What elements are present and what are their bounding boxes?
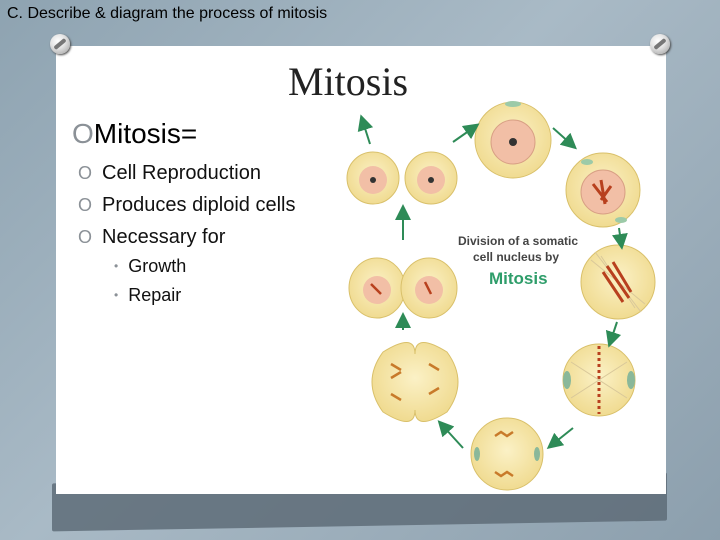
bullet-marker: O <box>78 195 93 215</box>
bullet-item: O Cell Reproduction <box>78 162 261 185</box>
diagram-caption-line2: cell nucleus by <box>473 250 559 264</box>
cell-prophase <box>565 152 641 228</box>
cell-cytokinesis <box>348 257 458 319</box>
page-header: C. Describe & diagram the process of mit… <box>7 5 328 22</box>
sub-bullet-item: • Repair <box>114 285 181 306</box>
cell-anaphase <box>562 343 636 417</box>
sub-bullet-marker: • <box>114 288 119 302</box>
cycle-arrows <box>357 114 628 449</box>
sub-bullet-item: • Growth <box>114 256 186 277</box>
sub-bullet-marker: • <box>114 259 119 273</box>
main-bullet-text: Mitosis= <box>93 118 198 149</box>
mitosis-cycle-diagram: Division of a somatic cell nucleus by Mi… <box>346 101 656 491</box>
bullet-marker: O <box>78 227 93 247</box>
cell-anaphase-late <box>470 417 544 491</box>
cell-daughters <box>346 151 458 205</box>
bullet-text: Necessary for <box>102 226 226 248</box>
cell-metaphase <box>580 244 656 320</box>
pin-icon <box>650 34 670 54</box>
pin-icon <box>50 34 70 54</box>
cell-interphase <box>474 101 552 179</box>
sub-bullet-text: Growth <box>128 256 187 276</box>
slide-title: Mitosis <box>288 59 409 104</box>
main-bullet: OMitosis= <box>72 118 197 150</box>
bullet-item: O Produces diploid cells <box>78 194 295 217</box>
bullet-item: O Necessary for <box>78 226 225 249</box>
cell-telophase <box>371 342 459 422</box>
sub-bullet-text: Repair <box>128 285 182 305</box>
diagram-caption-word: Mitosis <box>489 269 548 288</box>
bullet-marker: O <box>72 118 94 149</box>
diagram-caption-line1: Division of a somatic <box>458 234 578 248</box>
bullet-marker: O <box>78 163 93 183</box>
bullet-text: Cell Reproduction <box>102 162 261 184</box>
bullet-text: Produces diploid cells <box>102 194 296 216</box>
